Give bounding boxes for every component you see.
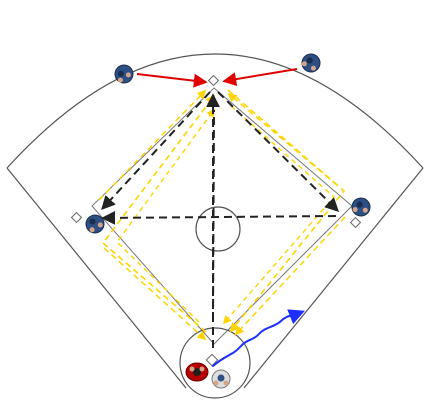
- player-right-fielder: [301, 53, 321, 73]
- outfield-arc: [6, 53, 424, 169]
- yellow-path-first-upper: [227, 92, 338, 186]
- home-plate: [205, 353, 219, 367]
- left-foul-line: [6, 167, 187, 389]
- pitchers-mound: [195, 206, 241, 252]
- yellow-path-right-inner: [222, 105, 335, 325]
- left-to-second-arrow: [136, 73, 208, 88]
- right-foul-line: [243, 167, 424, 389]
- first-base: [349, 216, 362, 229]
- third-base: [70, 211, 83, 224]
- base-markers: [70, 74, 362, 367]
- player-left-fielder: [114, 64, 134, 84]
- player-catcher: [185, 362, 209, 382]
- player-third-baseman: [85, 214, 105, 234]
- second-to-first-throw: [217, 91, 339, 212]
- red-and-blue-arrows: [136, 68, 305, 367]
- yellow-path-home-right: [234, 216, 346, 336]
- infield-diamond-outline: [91, 87, 353, 345]
- second-base: [207, 74, 220, 87]
- player-icon: [114, 64, 134, 84]
- yellow-path-left-outer: [101, 94, 216, 333]
- player-first-baseman: [351, 197, 371, 217]
- yellow-path-third-upper: [98, 89, 207, 201]
- home-to-first-arrow: [212, 309, 305, 367]
- field-outline: [6, 53, 424, 399]
- yellow-path-left-inner: [116, 108, 215, 323]
- black-throwing-lanes: [101, 91, 339, 348]
- second-to-third-throw: [101, 91, 211, 211]
- first-to-third-throw: [101, 210, 337, 225]
- yellow-path-right-outer: [227, 89, 346, 333]
- yellow-running-paths: [98, 89, 346, 341]
- home-to-first-throw: [212, 109, 215, 321]
- yellow-path-home-left: [103, 247, 207, 341]
- home-plate-circle: [179, 327, 251, 399]
- player-batter-runner: [211, 369, 231, 389]
- right-to-second-arrow: [222, 68, 298, 87]
